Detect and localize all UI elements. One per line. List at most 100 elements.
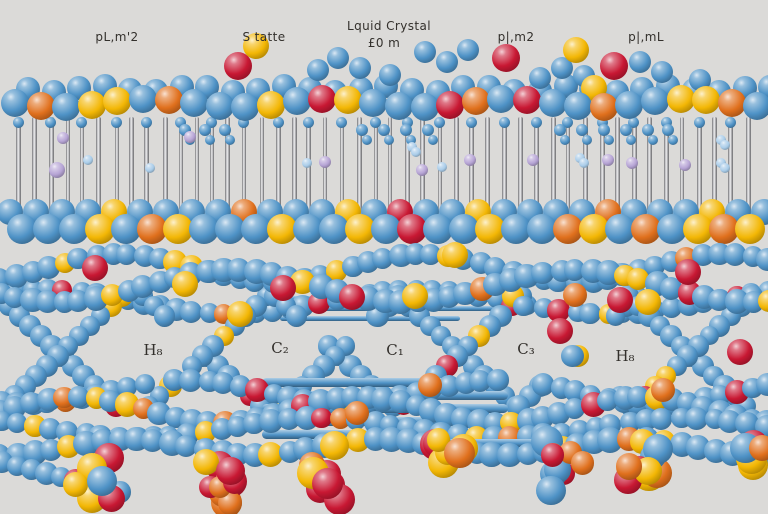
atom-sphere — [333, 85, 362, 114]
atom-sphere — [372, 247, 394, 269]
atom-sphere — [76, 116, 88, 128]
connector-rod — [357, 117, 362, 212]
atom-sphere — [626, 385, 650, 409]
atom-sphere — [308, 85, 337, 114]
atom-sphere — [414, 41, 436, 63]
atom-sphere — [206, 116, 217, 128]
connector-rod — [114, 117, 120, 210]
atom-sphere — [400, 124, 412, 136]
connector-rod — [339, 117, 345, 212]
atom-sphere — [379, 64, 401, 86]
atom-sphere — [457, 39, 479, 61]
connector-rod — [129, 117, 134, 210]
atom-sphere — [685, 406, 709, 430]
atom-sphere — [111, 214, 141, 244]
connector-rod — [163, 117, 168, 217]
atom-sphere — [615, 90, 644, 119]
atom-sphere — [131, 274, 155, 298]
atom-sphere — [720, 140, 730, 150]
atom-sphere — [735, 214, 765, 244]
atom-sphere — [755, 247, 768, 272]
atom-sphere — [692, 86, 721, 115]
atom-sphere — [180, 89, 209, 118]
atom-sphere — [336, 116, 348, 128]
atom-sphere — [589, 92, 618, 121]
atom-sphere — [33, 214, 63, 244]
atom-sphere — [385, 92, 413, 121]
atom-sphere — [311, 407, 332, 429]
atom-sphere — [215, 214, 245, 244]
atom-sphere — [312, 467, 344, 499]
atom-sphere — [635, 289, 661, 315]
atom-sphere — [468, 369, 491, 392]
atom-sphere — [598, 124, 610, 136]
atom-sphere — [116, 243, 138, 265]
atom-sphere — [662, 124, 674, 136]
atom-sphere — [596, 116, 608, 128]
atom-sphere — [529, 67, 551, 89]
atom-sphere — [194, 421, 216, 443]
atom-sphere — [20, 391, 43, 415]
atom-sphere — [540, 443, 564, 467]
atom-sphere — [727, 339, 753, 365]
connector-rod — [259, 117, 265, 216]
connector-rod — [502, 117, 507, 214]
atom-sphere — [668, 135, 678, 145]
connector-rod — [96, 117, 101, 211]
atom-sphere — [82, 255, 108, 281]
atom-sphere — [37, 255, 61, 279]
atom-sphere — [563, 398, 586, 420]
atom-sphere — [397, 214, 427, 244]
atom-sphere — [293, 214, 323, 244]
atom-sphere — [137, 214, 167, 244]
bottom-panel-label: H₈ — [143, 341, 163, 359]
atom-sphere — [175, 435, 198, 458]
atom-sphere — [257, 90, 285, 119]
atom-sphere — [579, 158, 589, 168]
top-panel-label: S tatte — [242, 30, 286, 44]
atom-sphere — [628, 116, 640, 128]
connector-rod — [373, 117, 379, 215]
atom-sphere — [596, 390, 618, 412]
atom-sphere — [492, 44, 520, 72]
atom-sphere — [720, 163, 730, 173]
connector-rod — [664, 117, 669, 209]
atom-sphere — [212, 372, 235, 395]
atom-sphere — [67, 290, 89, 312]
atom-sphere — [547, 299, 570, 322]
atom-sphere — [576, 124, 588, 136]
atom-sphere — [103, 87, 132, 116]
atom-sphere — [238, 116, 250, 128]
atom-sphere — [735, 411, 759, 436]
bottom-panel-label: C₂ — [271, 339, 289, 357]
atom-sphere — [378, 124, 390, 136]
atom-sphere — [465, 116, 477, 128]
atom-sphere — [59, 214, 89, 244]
atom-sphere — [26, 92, 55, 121]
atom-sphere — [651, 61, 673, 83]
connector-rod — [79, 117, 85, 218]
atom-sphere — [444, 437, 475, 469]
atom-sphere — [345, 401, 369, 425]
atom-sphere — [464, 154, 476, 166]
atom-sphere — [1, 89, 29, 117]
atom-sphere — [411, 147, 421, 157]
atom-sphere — [184, 131, 196, 143]
atom-sphere — [7, 214, 37, 244]
atom-sphere — [428, 135, 438, 145]
atom-sphere — [563, 380, 586, 403]
connector-rod — [241, 117, 247, 210]
atom-sphere — [461, 87, 490, 116]
bottom-panel-label: H₈ — [615, 347, 635, 365]
atom-sphere — [536, 476, 566, 506]
atom-sphere — [436, 90, 465, 119]
atom-sphere — [600, 52, 628, 80]
atom-sphere — [216, 456, 246, 486]
atom-sphere — [437, 162, 447, 172]
connector-rod — [646, 117, 652, 211]
atom-sphere — [570, 451, 595, 475]
atom-sphere — [272, 116, 284, 128]
atom-sphere — [285, 305, 308, 327]
